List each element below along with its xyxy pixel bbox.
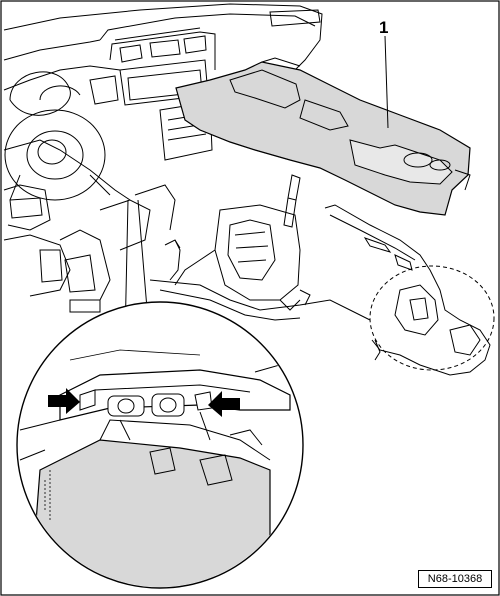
gear-selector-assembly — [149, 174, 371, 321]
shift-cable-bracket — [324, 204, 491, 376]
dashboard — [3, 3, 323, 313]
arrow-left-icon — [208, 391, 240, 417]
steering-wheel-hub — [4, 109, 111, 201]
arrow-right-icon — [48, 388, 80, 414]
detail-area-marker — [369, 265, 495, 371]
reference-code: N68-10368 — [418, 570, 492, 588]
callout-number: 1 — [379, 18, 389, 37]
center-console-part-1 — [175, 57, 471, 216]
detail-magnifier — [16, 301, 304, 589]
callout-leader-1 — [384, 35, 389, 129]
